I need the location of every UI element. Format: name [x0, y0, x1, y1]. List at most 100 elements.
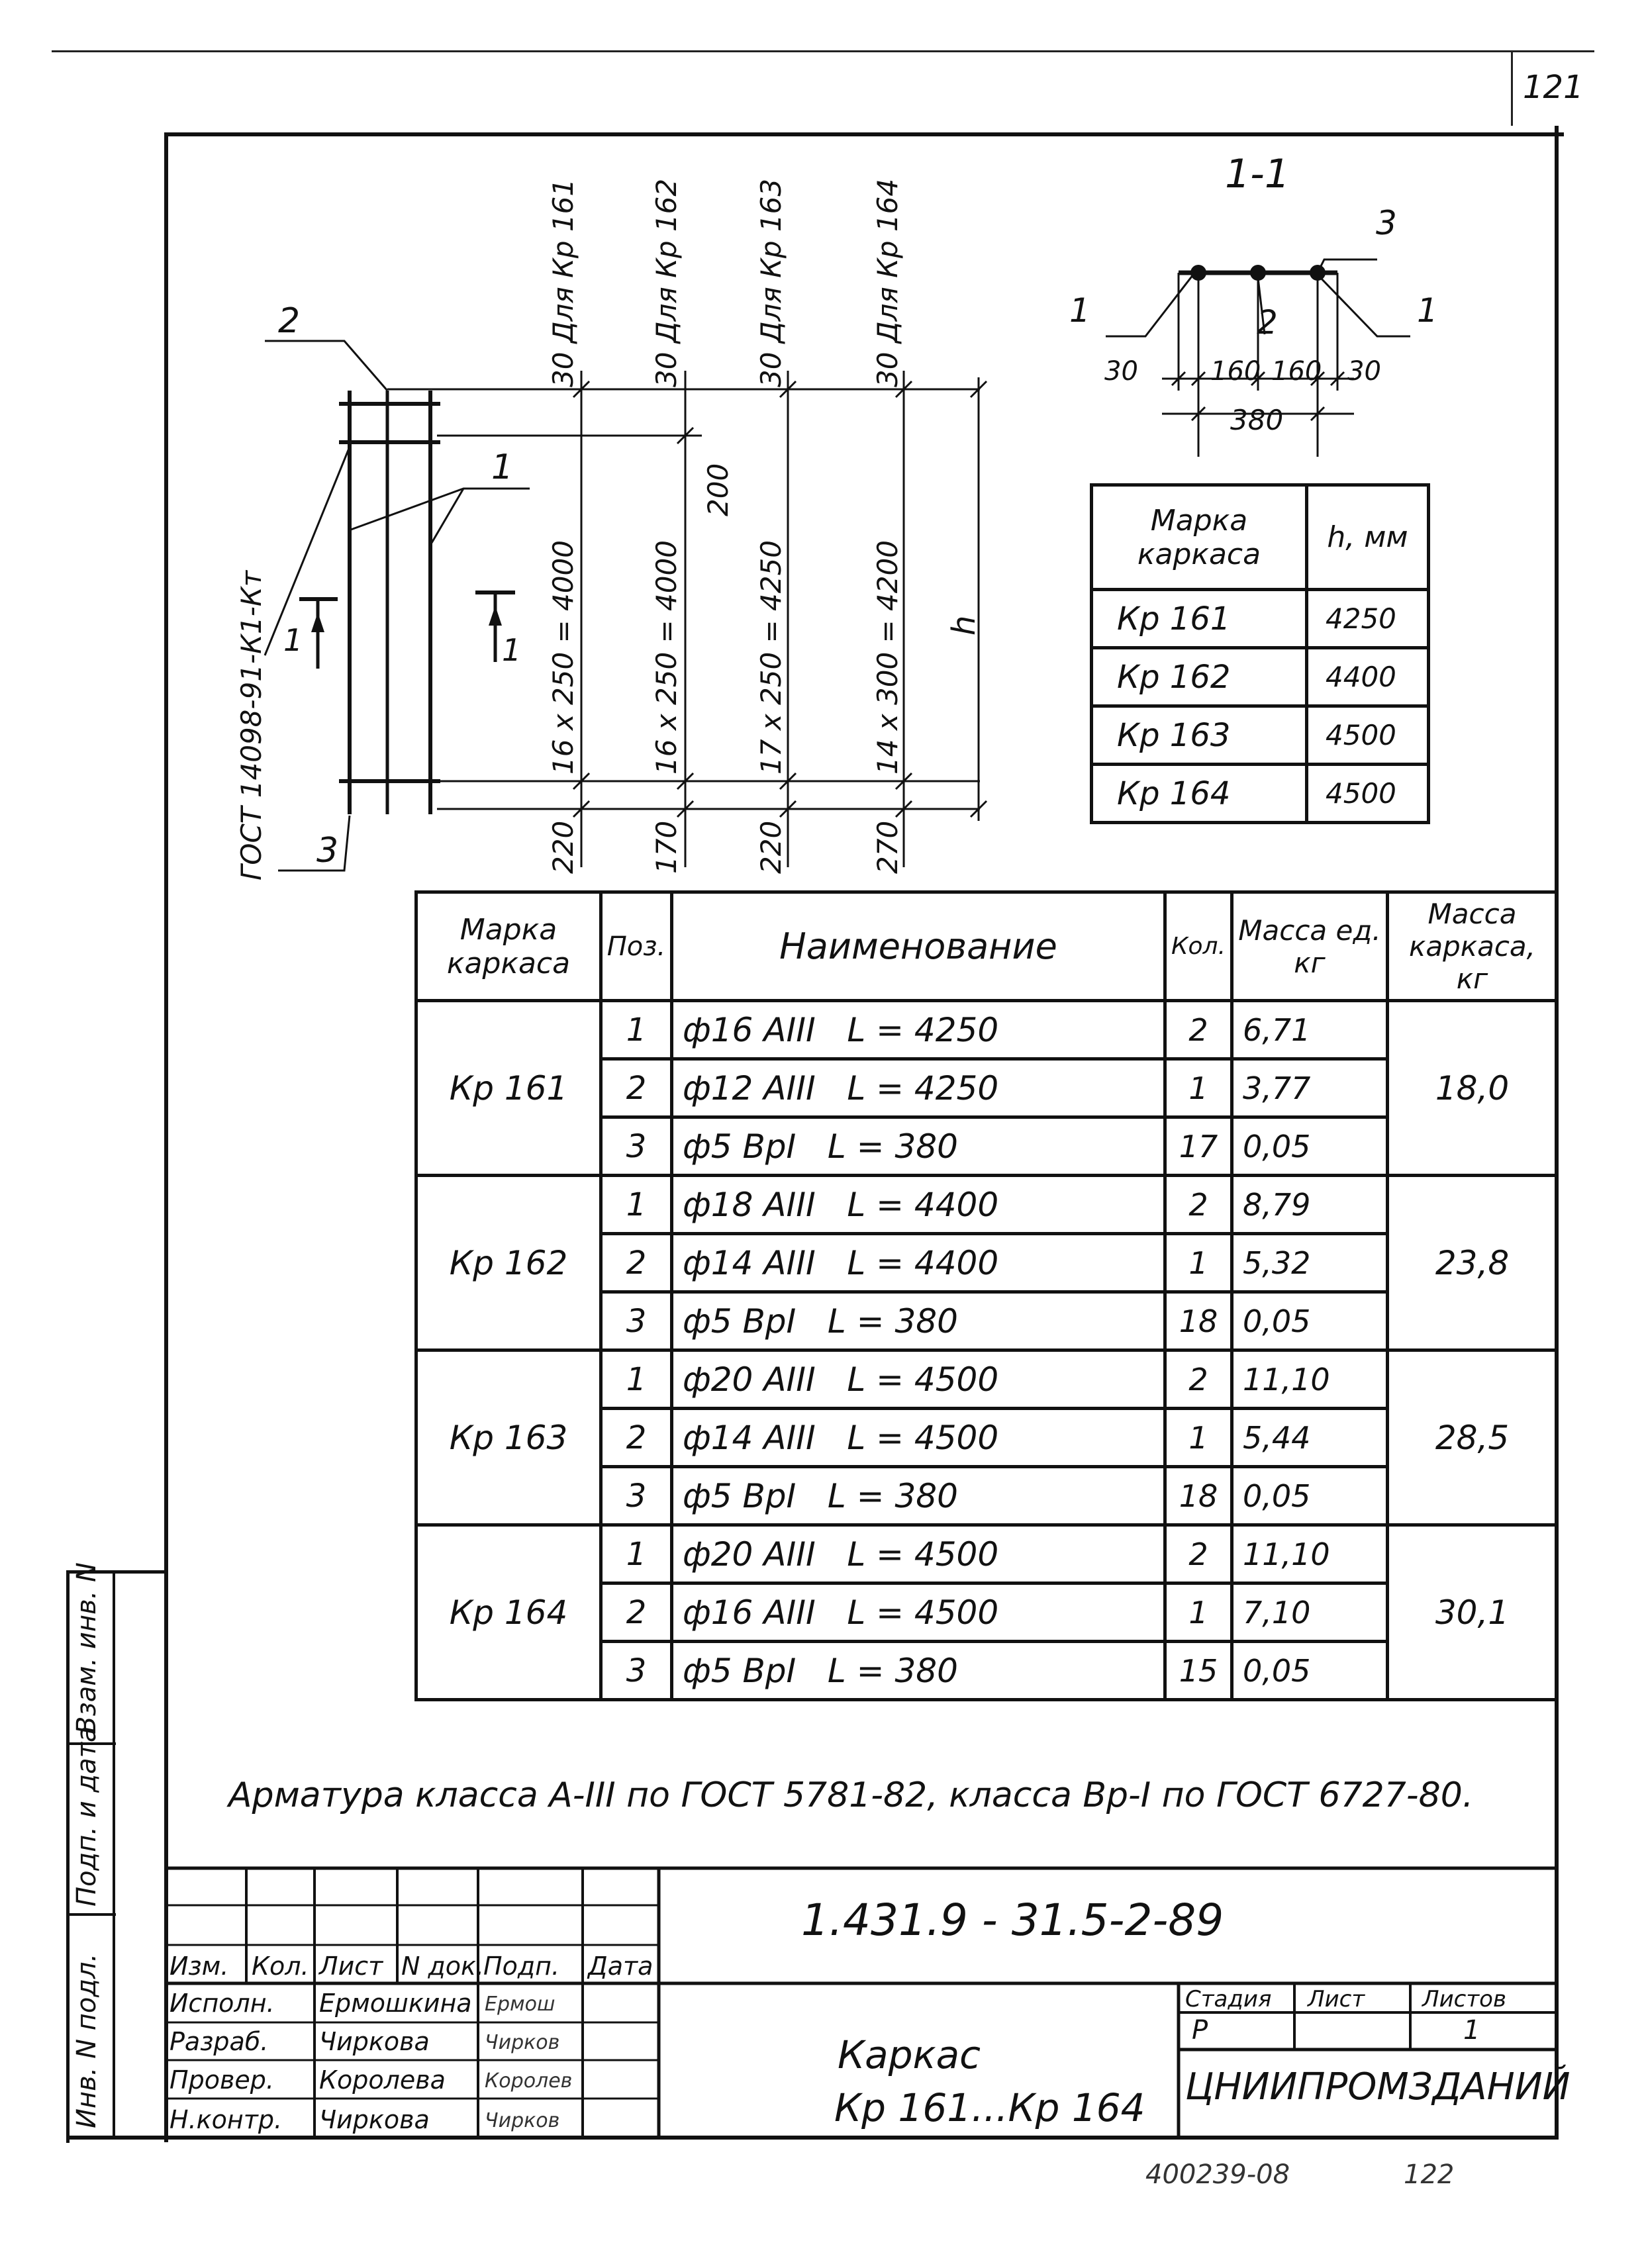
- section-pos-top: 3: [1376, 204, 1397, 242]
- side-stamp-sep2: [66, 1913, 116, 1916]
- spec-pos: 3: [599, 1290, 673, 1352]
- spec-mark: Кр 162: [414, 1174, 603, 1352]
- name-nkontr: Чиркова: [319, 2105, 430, 2134]
- section-dim-2: 160: [1210, 356, 1261, 387]
- h-table-value: 4500: [1305, 763, 1430, 824]
- spec-qty: 2: [1163, 999, 1233, 1061]
- spec-pos: 3: [599, 1640, 673, 1701]
- spec-name: ф20 АIII L = 4500: [670, 1523, 1167, 1585]
- spec-qty: 2: [1163, 1174, 1233, 1235]
- spec-qty: 2: [1163, 1523, 1233, 1585]
- section-total-width: 380: [1230, 404, 1284, 436]
- elevation-pos1: 1: [491, 448, 514, 487]
- organization: ЦНИИПРОМЗДАНИЙ: [1185, 2065, 1571, 2108]
- h-table-mark: Кр 161: [1090, 588, 1308, 649]
- spec-unit-mass: 11,10: [1230, 1523, 1389, 1585]
- spec-name: ф5 ВрI L = 380: [670, 1115, 1167, 1177]
- section-drawing: [1106, 258, 1410, 457]
- section-title: 1-1: [1225, 151, 1290, 197]
- spec-name: ф14 АIII L = 4500: [670, 1407, 1167, 1468]
- spec-name: ф18 АIII L = 4400: [670, 1174, 1167, 1235]
- spec-qty: 1: [1163, 1582, 1233, 1643]
- spec-unit-mass: 5,44: [1230, 1407, 1389, 1468]
- spec-pos: 1: [599, 999, 673, 1061]
- spec-total-mass: 30,1: [1386, 1523, 1559, 1701]
- section-dim-3: 160: [1271, 356, 1322, 387]
- spec-name: ф5 ВрI L = 380: [670, 1465, 1167, 1527]
- elevation-pos2: 2: [278, 301, 301, 341]
- spec-unit-mass: 0,05: [1230, 1640, 1389, 1701]
- spec-pos: 3: [599, 1465, 673, 1527]
- col-header-ndok: N док.: [401, 1952, 485, 1981]
- section-pos-mid: 2: [1257, 303, 1278, 342]
- spec-header-qty: Кол.: [1163, 890, 1233, 1002]
- spec-unit-mass: 7,10: [1230, 1582, 1389, 1643]
- h-table-mark: Кр 164: [1090, 763, 1308, 824]
- spec-qty: 1: [1163, 1232, 1233, 1294]
- h-table-value: 4250: [1305, 588, 1430, 649]
- col-header-izm: Изм.: [169, 1952, 229, 1981]
- sheets-value: 1: [1463, 2015, 1480, 2046]
- spec-pos: 2: [599, 1582, 673, 1643]
- side-stamp-divider: [113, 1570, 115, 2140]
- spec-header-pos: Поз.: [599, 890, 673, 1002]
- h-table-mark: Кр 162: [1090, 646, 1308, 708]
- spec-total-mass: 28,5: [1386, 1348, 1559, 1527]
- footer-page: 122: [1404, 2159, 1455, 2190]
- spec-qty: 1: [1163, 1057, 1233, 1119]
- spec-unit-mass: 0,05: [1230, 1290, 1389, 1352]
- spec-name: ф20 АIII L = 4500: [670, 1348, 1167, 1410]
- signature-nkontr: Чирков: [485, 2109, 560, 2132]
- spec-total-mass: 18,0: [1386, 999, 1559, 1177]
- elevation-drawing: [264, 340, 988, 872]
- name-ispoln: Ермошкина: [319, 1989, 472, 2018]
- sheets-label: Листов: [1422, 1986, 1507, 2012]
- spec-unit-mass: 0,05: [1230, 1115, 1389, 1177]
- stage-value: Р: [1192, 2015, 1208, 2046]
- h-table-header-mark: Марка каркаса: [1090, 483, 1308, 591]
- spec-pos: 2: [599, 1407, 673, 1468]
- col-header-kol: Кол.: [252, 1952, 309, 1981]
- section-pos-right: 1: [1417, 291, 1438, 330]
- spec-pos: 1: [599, 1348, 673, 1410]
- frame-bottom-line: [66, 2136, 1559, 2140]
- spec-unit-mass: 6,71: [1230, 999, 1389, 1061]
- spec-name: ф5 ВрI L = 380: [670, 1640, 1167, 1701]
- top-rule: [52, 50, 1594, 52]
- signature-ispoln: Ермош: [485, 1993, 556, 2016]
- h-table-value: 4400: [1305, 646, 1430, 708]
- spec-qty: 2: [1163, 1348, 1233, 1410]
- stage-label: Стадия: [1185, 1986, 1272, 2012]
- spec-unit-mass: 8,79: [1230, 1174, 1389, 1235]
- spec-mark: Кр 161: [414, 999, 603, 1177]
- spec-header-unit-mass: Масса ед. кг: [1230, 890, 1389, 1002]
- spec-qty: 18: [1163, 1290, 1233, 1352]
- spec-pos: 3: [599, 1115, 673, 1177]
- h-table-header-h: h, мм: [1305, 483, 1430, 591]
- item-title-2: Кр 161...Кр 164: [834, 2085, 1145, 2130]
- doc-code: 1.431.9 - 31.5-2-89: [801, 1895, 1224, 1946]
- signature-razrab: Чирков: [485, 2031, 560, 2054]
- spec-pos: 2: [599, 1232, 673, 1294]
- spec-qty: 1: [1163, 1407, 1233, 1468]
- spec-mark: Кр 163: [414, 1348, 603, 1527]
- spec-name: ф12 АIII L = 4250: [670, 1057, 1167, 1119]
- spec-table: Марка каркаса Поз. Наименование Кол. Мас…: [414, 890, 1559, 1701]
- spec-unit-mass: 3,77: [1230, 1057, 1389, 1119]
- spec-pos: 2: [599, 1057, 673, 1119]
- spec-qty: 15: [1163, 1640, 1233, 1701]
- role-razrab: Разраб.: [169, 2027, 269, 2056]
- spec-name: ф5 ВрI L = 380: [670, 1290, 1167, 1352]
- signature-prover: Королев: [485, 2069, 573, 2093]
- section-dim-1: 30: [1104, 356, 1138, 387]
- sheet-label: Лист: [1308, 1986, 1365, 2012]
